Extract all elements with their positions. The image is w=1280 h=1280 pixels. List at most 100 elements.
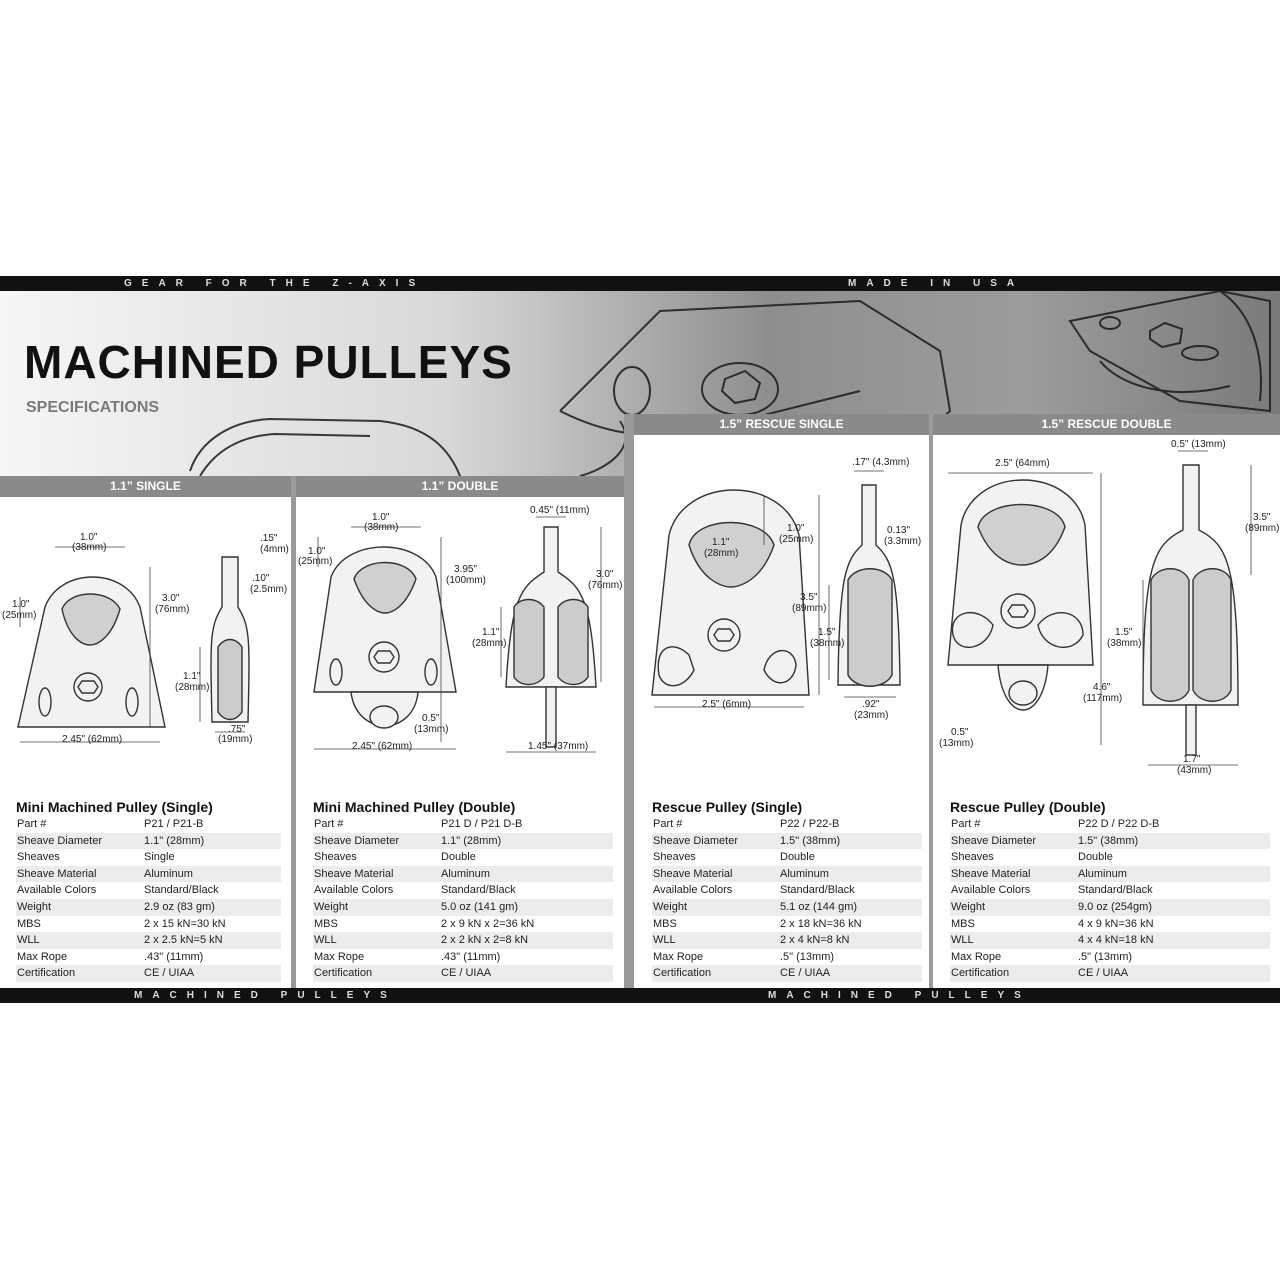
dim-label: 1.7": [1183, 754, 1201, 765]
spec-key: Sheave Diameter: [314, 834, 399, 847]
spec-value: 1.5" (38mm): [1078, 834, 1139, 847]
dim-label: 1.5": [1115, 627, 1133, 638]
spec-value: 1.1" (28mm): [144, 834, 205, 847]
dim-label: 1.1": [712, 537, 730, 548]
product-name: Mini Machined Pulley (Single): [16, 799, 213, 815]
spec-row: Sheaves Double: [313, 849, 613, 866]
spec-key: Sheave Diameter: [951, 834, 1036, 847]
dim-label: 1.0": [12, 599, 30, 610]
dim-label: 1.5": [818, 627, 836, 638]
spec-value: CE / UIAA: [441, 967, 492, 980]
spec-row: Sheaves Double: [652, 849, 922, 866]
dim-label: 3.95": [454, 564, 477, 575]
page-title: MACHINED PULLEYS: [24, 336, 513, 388]
spec-row: Part #P22 D / P22 D-B: [950, 816, 1270, 833]
spec-key: Sheaves: [17, 851, 60, 864]
spec-key: Weight: [951, 900, 986, 913]
dim-label: (38mm): [364, 522, 398, 533]
panel-header: 1.1” SINGLE: [0, 476, 291, 497]
dim-label: (89mm): [1245, 523, 1279, 534]
spec-row: Weight 2.9 oz (83 gm): [16, 898, 281, 916]
dim-label: (2.5mm): [250, 584, 287, 595]
spec-row: Max Rope .43" (11mm): [313, 949, 613, 966]
spec-key: Sheave Material: [314, 867, 394, 880]
dim-label: (13mm): [414, 724, 448, 735]
spec-value: Aluminum: [1078, 867, 1127, 880]
spec-row: Available Colors Standard/Black: [313, 882, 613, 899]
dim-label: 0.5" (13mm): [1171, 439, 1226, 450]
spec-value: .43" (11mm): [441, 950, 501, 963]
spec-value: 2.9 oz (83 gm): [144, 900, 215, 913]
dim-label: 3.0": [162, 593, 180, 604]
spec-key: MBS: [314, 917, 338, 930]
spec-row: Sheave Diameter 1.5" (38mm): [950, 832, 1270, 850]
product-name: Mini Machined Pulley (Double): [313, 799, 516, 815]
dim-label: (43mm): [1177, 765, 1211, 776]
dim-label: (100mm): [446, 575, 486, 586]
dim-label: (38mm): [1107, 638, 1141, 649]
dim-label: (28mm): [704, 548, 738, 559]
spec-value: Double: [441, 851, 476, 864]
rescue-double-drawing: 2.5" (64mm) 0.5" (13mm) 3.5" (89mm) 1.5"…: [939, 439, 1279, 776]
spec-value: .5" (13mm): [1078, 950, 1133, 963]
dim-label: 1.45" (37mm): [528, 741, 588, 752]
spec-row: Weight 5.0 oz (141 gm): [313, 898, 613, 916]
panel-divider: [929, 414, 933, 988]
panel-header: 1.1” DOUBLE: [296, 476, 624, 497]
dim-label: (38mm): [810, 638, 844, 649]
spec-key: Sheaves: [314, 851, 357, 864]
spec-value: 5.0 oz (141 gm): [441, 900, 519, 913]
dim-label: 3.5": [1253, 512, 1271, 523]
spec-key: Weight: [17, 900, 52, 913]
spec-key: Available Colors: [314, 884, 394, 897]
spec-key: Sheaves: [653, 851, 696, 864]
dim-label: (19mm): [218, 734, 252, 745]
spec-value: Single: [144, 851, 175, 864]
spec-value: Double: [780, 851, 815, 864]
single-pulley-drawing: 1.0" (38mm) 1.0" (25mm) 3.0" (76mm) .15"…: [2, 532, 289, 745]
dim-label: (3.3mm): [884, 536, 921, 547]
spec-key: Max Rope: [314, 950, 365, 963]
spec-key: Available Colors: [653, 884, 733, 897]
dim-label: 3.5": [800, 592, 818, 603]
spec-value: .5" (13mm): [780, 950, 835, 963]
spec-key: Weight: [314, 900, 349, 913]
dim-label: 3.0": [596, 569, 614, 580]
spec-value: 2 x 2 kN x 2=8 kN: [441, 934, 529, 947]
spec-value: Standard/Black: [441, 884, 516, 897]
spec-value: 2 x 15 kN=30 kN: [144, 917, 226, 930]
spec-value: 4 x 4 kN=18 kN: [1078, 934, 1154, 947]
spec-key: Sheave Material: [951, 867, 1031, 880]
spec-key: Part #: [653, 818, 683, 830]
dim-label: (25mm): [779, 534, 813, 545]
spec-table: Rescue Pulley (Double) Part #P22 D / P22…: [950, 798, 1270, 982]
dim-label: (117mm): [1083, 693, 1122, 704]
spec-row: Part #P21 D / P21 D-B: [313, 816, 613, 833]
spec-key: MBS: [17, 917, 41, 930]
panel-rescue-double: 1.5” RESCUE DOUBLE: [933, 414, 1280, 988]
panel-header: 1.5” RESCUE DOUBLE: [933, 414, 1280, 435]
spec-value: 1.1" (28mm): [441, 834, 502, 847]
dim-label: (76mm): [588, 580, 622, 591]
dim-label: (23mm): [854, 710, 888, 721]
dim-label: 2.5" (6mm): [702, 699, 751, 710]
panel-single: 1.1” SINGLE 1.0" (38mm): [0, 476, 291, 988]
panel-divider: [624, 414, 634, 988]
dim-label: (28mm): [472, 638, 506, 649]
spec-key: WLL: [653, 934, 676, 947]
spec-value: 9.0 oz (254gm): [1078, 900, 1152, 913]
spec-key: Certification: [17, 967, 76, 980]
spec-row: Sheave Diameter 1.1" (28mm): [313, 832, 613, 850]
